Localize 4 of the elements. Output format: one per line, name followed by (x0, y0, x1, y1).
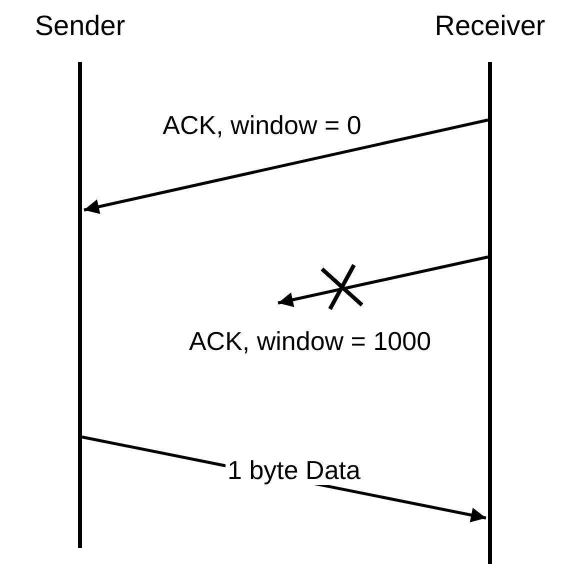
participant-label: Receiver (434, 10, 546, 42)
participant-label: Sender (34, 10, 126, 42)
arrow (84, 118, 488, 214)
arrow (278, 256, 488, 308)
